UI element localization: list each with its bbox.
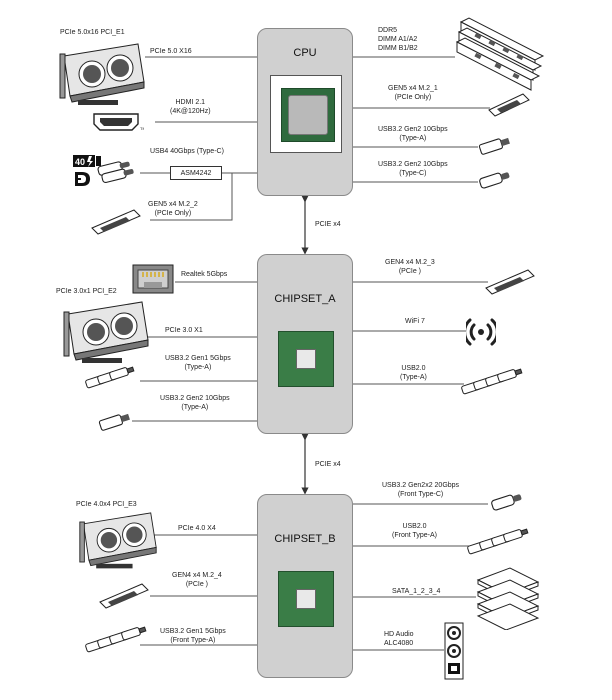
pcie-e3-slot-label: PCIe 4.0x4 PCI_E3 (76, 501, 137, 508)
hdmi-label-line1: HDMI 2.1 (175, 99, 206, 106)
audio-label: HD Audio ALC4080 (384, 630, 414, 648)
hdmi-port-icon: TM (92, 112, 144, 132)
m2-2-label: GEN5 x4 M.2_2 (PCIe Only) (148, 200, 198, 218)
chipset-b-title: CHIPSET_B (274, 533, 336, 545)
pcie-e1-link-label: PCIe 5.0 X16 (150, 48, 192, 55)
wifi-antenna-icon (466, 313, 496, 351)
cpu-die (281, 88, 335, 142)
graphics-card-icon (78, 510, 158, 574)
chipset-a-die (278, 331, 334, 387)
bridge-label-a-b: PCIE x4 (315, 461, 341, 468)
usb-a-stick-group-icon (466, 528, 532, 560)
hdmi-label-line2: (4K@120Hz) (170, 108, 211, 115)
usb-gen1-a-label: USB3.2 Gen1 5Gbps (Type-A) (165, 354, 231, 372)
m2-ssd-icon (98, 582, 150, 610)
usb-a-stick-icon (476, 134, 516, 158)
chipset-b-die (278, 571, 334, 627)
pcie-e3-link-label: PCIe 4.0 X4 (178, 525, 216, 532)
pcie-e2-link-label: PCIe 3.0 X1 (165, 327, 203, 334)
ethernet-port-icon (132, 264, 176, 296)
memory-modules-icon (455, 16, 547, 96)
usb-c-stick-icon (476, 168, 516, 192)
usb-gen2-a-label: USB3.2 Gen2 10Gbps (Type-A) (378, 125, 448, 143)
chipset-b-block: CHIPSET_B (257, 494, 353, 678)
usb-gen2-a-line2: (Type-A) (399, 135, 427, 142)
usb2-a-line2: (Type-A) (400, 374, 427, 381)
thunderbolt-40g-icon: 40 (73, 155, 103, 189)
graphics-card-icon (58, 42, 146, 110)
usb-2x2-line2: (Front Type-C) (397, 491, 444, 498)
sata-drives-icon (474, 566, 540, 630)
m2-3-label-line2: (PCIe ) (398, 268, 421, 275)
ddr5-label-line1: DDR5 (378, 27, 398, 34)
chipset-a-title: CHIPSET_A (274, 293, 336, 305)
usb-a-stick-group-icon (84, 366, 142, 394)
usb-gen2-c-label: USB3.2 Gen2 10Gbps (Type-C) (378, 160, 448, 178)
hdmi-label: HDMI 2.1 (4K@120Hz) (170, 98, 211, 116)
usb-gen2-a-line1: USB3.2 Gen2 10Gbps (378, 126, 448, 133)
sata-label: SATA_1_2_3_4 (392, 588, 441, 595)
usb-c-stick-icon (488, 490, 528, 514)
m2-2-label-line2: (PCIe Only) (154, 210, 192, 217)
usb-2x2-line1: USB3.2 Gen2x2 20Gbps (382, 482, 460, 489)
m2-1-label: GEN5 x4 M.2_1 (PCIe Only) (388, 84, 438, 102)
chipset-a-block: CHIPSET_A (257, 254, 353, 434)
audio-label-line2: ALC4080 (384, 640, 414, 647)
m2-ssd-icon (487, 92, 531, 118)
usb-gen2-a2-line2: (Type-A) (181, 404, 209, 411)
usb-gen1-a-line2: (Type-A) (184, 364, 212, 371)
m2-1-label-line2: (PCIe Only) (394, 94, 432, 101)
wifi-label: WiFi 7 (405, 318, 425, 325)
m2-1-label-line1: GEN5 x4 M.2_1 (388, 85, 438, 92)
asm4242-controller: ASM4242 (170, 166, 222, 180)
usb-a-stick-group-icon (460, 368, 526, 400)
ddr5-label: DDR5 DIMM A1/A2 DIMM B1/B2 (378, 26, 418, 53)
m2-2-label-line1: GEN5 x4 M.2_2 (148, 201, 198, 208)
usb2-front-line1: USB2.0 (402, 523, 427, 530)
usb-gen2-c-line2: (Type-C) (399, 170, 427, 177)
m2-ssd-icon (90, 208, 142, 236)
badge-40g-text: 40 (75, 157, 85, 167)
usb-gen2-c-line1: USB3.2 Gen2 10Gbps (378, 161, 448, 168)
cpu-block: CPU (257, 28, 353, 196)
m2-4-label: GEN4 x4 M.2_4 (PCIe ) (172, 571, 222, 589)
m2-3-label: GEN4 x4 M.2_3 (PCIe ) (385, 258, 435, 276)
usb-front-gen1-label: USB3.2 Gen1 5Gbps (Front Type-A) (160, 627, 226, 645)
audio-jacks-icon (444, 622, 464, 680)
usb-c-plugs-icon (95, 158, 143, 184)
graphics-card-icon (62, 300, 150, 368)
m2-4-label-line2: (PCIe ) (185, 581, 208, 588)
usb2-a-line1: USB2.0 (401, 365, 426, 372)
pcie-e1-slot-label: PCIe 5.0x16 PCI_E1 (60, 29, 125, 36)
svg-text:TM: TM (140, 126, 144, 131)
m2-4-label-line1: GEN4 x4 M.2_4 (172, 572, 222, 579)
usb2-front-line2: (Front Type-A) (392, 532, 437, 539)
pcie-e2-slot-label: PCIe 3.0x1 PCI_E2 (56, 288, 117, 295)
ddr5-label-line2: DIMM A1/A2 (378, 36, 418, 43)
cpu-die-frame (270, 75, 342, 153)
usb-front-gen1-line1: USB3.2 Gen1 5Gbps (160, 628, 226, 635)
usb2-front-label: USB2.0 (Front Type-A) (392, 522, 437, 540)
usb-gen2-a2-line1: USB3.2 Gen2 10Gbps (160, 395, 230, 402)
ddr5-label-line3: DIMM B1/B2 (378, 45, 418, 52)
usb-gen1-a-line1: USB3.2 Gen1 5Gbps (165, 355, 231, 362)
cpu-title: CPU (293, 47, 317, 59)
m2-ssd-icon (484, 268, 536, 296)
usb-a-stick-group-icon (84, 626, 150, 658)
usb2-a-label: USB2.0 (Type-A) (400, 364, 427, 382)
displayport-icon (73, 170, 93, 188)
usb-a-stick-icon (96, 410, 136, 434)
usb-front-gen1-line2: (Front Type-A) (170, 637, 216, 644)
lan-label: Realtek 5Gbps (181, 271, 228, 278)
usb-2x2-label: USB3.2 Gen2x2 20Gbps (Front Type-C) (382, 481, 459, 499)
usb4-label: USB4 40Gbps (Type-C) (150, 148, 224, 155)
usb-gen2-a2-label: USB3.2 Gen2 10Gbps (Type-A) (160, 394, 230, 412)
audio-label-line1: HD Audio (384, 631, 414, 638)
m2-3-label-line1: GEN4 x4 M.2_3 (385, 259, 435, 266)
bridge-label-cpu-a: PCIE x4 (315, 221, 341, 228)
